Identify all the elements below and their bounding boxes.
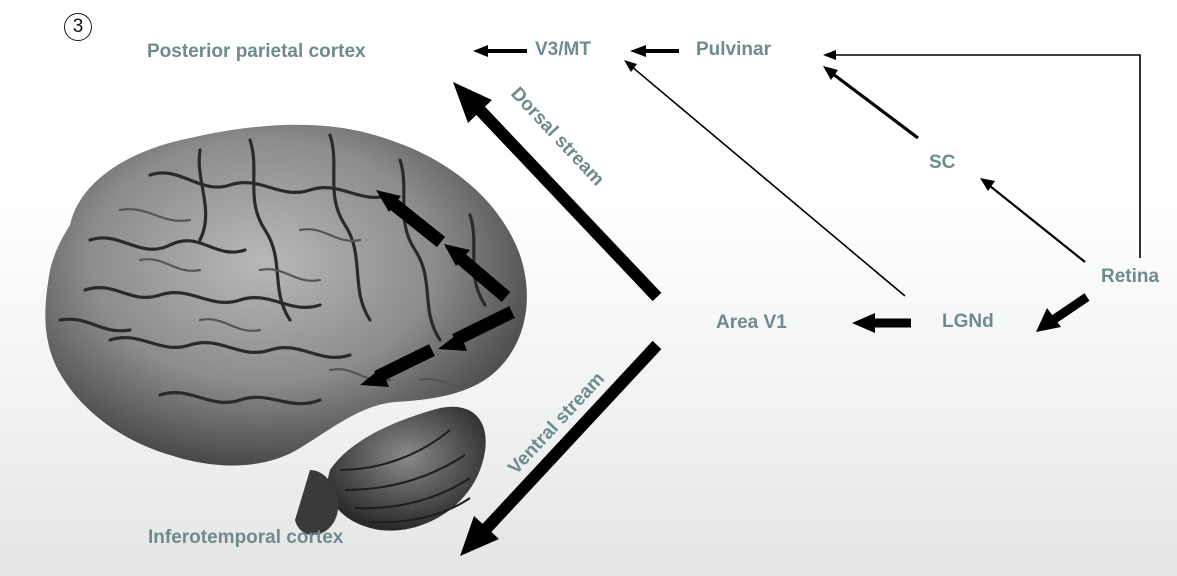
brain-image — [45, 125, 527, 535]
label-retina: Retina — [1101, 267, 1159, 286]
arrow-retina-to-sc — [980, 178, 1085, 262]
ventral-stream-arrow — [460, 345, 657, 556]
arrow-retina-to-lgnd — [1036, 297, 1087, 332]
label-inferotemporal-cortex: Inferotemporal cortex — [148, 528, 343, 547]
arrow-retina-to-pulvinar — [823, 50, 1140, 258]
label-posterior-parietal-cortex: Posterior parietal cortex — [147, 42, 366, 61]
label-lgnd: LGNd — [942, 312, 994, 331]
label-sc: SC — [929, 153, 955, 172]
panel-number-badge: 3 — [64, 13, 92, 41]
arrow-lgnd-to-v1 — [852, 313, 911, 333]
label-v3-mt: V3/MT — [535, 40, 591, 59]
arrow-sc-to-pulvinar — [823, 66, 918, 138]
arrow-v3mt-to-ppc — [473, 45, 527, 57]
label-area-v1: Area V1 — [716, 313, 787, 332]
label-pulvinar: Pulvinar — [696, 40, 771, 59]
arrow-pulvinar-to-v3mt — [630, 45, 679, 57]
